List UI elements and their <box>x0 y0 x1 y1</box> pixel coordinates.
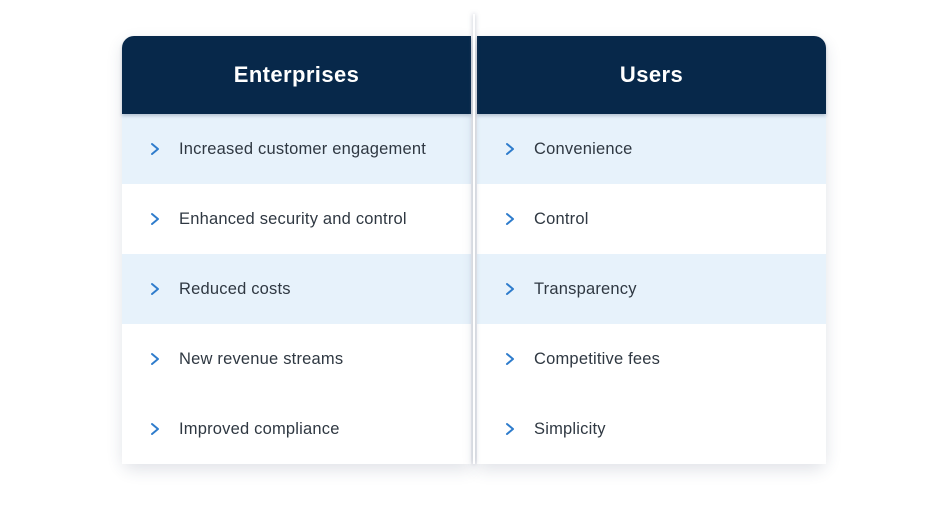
chevron-right-icon <box>503 281 517 297</box>
table-row: Transparency <box>477 254 826 324</box>
row-label: Competitive fees <box>534 349 661 368</box>
enterprises-column: Enterprises Increased customer engagemen… <box>122 36 471 464</box>
users-column: Users Convenience Control Transparency C… <box>477 36 826 464</box>
enterprises-header: Enterprises <box>122 36 471 114</box>
row-label: New revenue streams <box>179 349 344 368</box>
chevron-right-icon <box>503 211 517 227</box>
row-label: Control <box>534 209 589 228</box>
chevron-right-icon <box>148 421 162 437</box>
table-row: Enhanced security and control <box>122 184 471 254</box>
chevron-right-icon <box>148 351 162 367</box>
row-label: Transparency <box>534 279 637 298</box>
row-label: Improved compliance <box>179 419 340 438</box>
chevron-right-icon <box>503 141 517 157</box>
row-label: Increased customer engagement <box>179 139 427 158</box>
chevron-right-icon <box>503 421 517 437</box>
chevron-right-icon <box>148 211 162 227</box>
row-label: Simplicity <box>534 419 606 438</box>
users-header: Users <box>477 36 826 114</box>
chevron-right-icon <box>148 141 162 157</box>
row-label: Convenience <box>534 139 633 158</box>
column-divider <box>473 14 475 464</box>
table-row: Convenience <box>477 114 826 184</box>
table-row: Simplicity <box>477 394 826 464</box>
table-row: Competitive fees <box>477 324 826 394</box>
table-row: New revenue streams <box>122 324 471 394</box>
row-label: Reduced costs <box>179 279 291 298</box>
comparison-table: Enterprises Increased customer engagemen… <box>122 14 826 464</box>
chevron-right-icon <box>148 281 162 297</box>
table-row: Reduced costs <box>122 254 471 324</box>
table-row: Increased customer engagement <box>122 114 471 184</box>
table-row: Improved compliance <box>122 394 471 464</box>
row-label: Enhanced security and control <box>179 209 407 228</box>
chevron-right-icon <box>503 351 517 367</box>
table-row: Control <box>477 184 826 254</box>
